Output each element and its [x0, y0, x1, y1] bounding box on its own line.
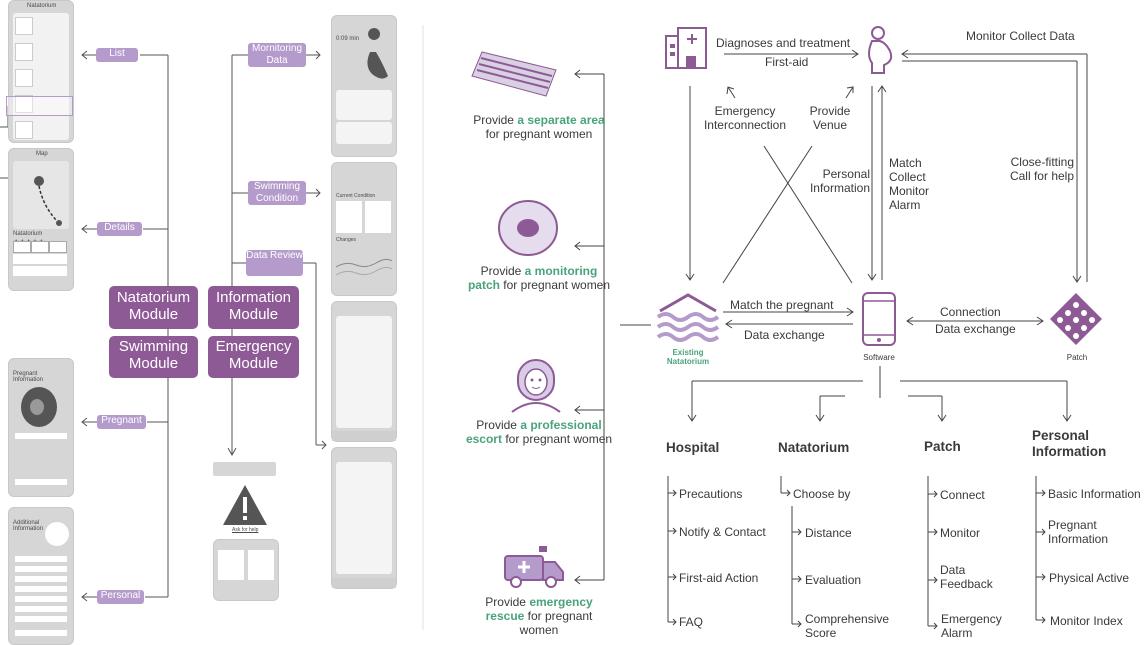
hospital-item: FAQ — [679, 615, 704, 629]
information-module-label: Information Module — [215, 289, 292, 323]
label-monitor-collect: Monitor Collect Data — [966, 29, 1075, 43]
patch-item: Monitor — [940, 526, 981, 540]
natatorium-module[interactable]: Natatorium Module — [109, 286, 198, 329]
ask-help-link[interactable]: Ask for help — [232, 527, 259, 533]
escort-person-icon — [511, 359, 561, 413]
hospital-item: First-aid Action — [679, 571, 759, 585]
label-data-exchange-2: Data exchange — [935, 322, 1016, 336]
map-title: Map — [36, 151, 48, 157]
natatorium-item: Comprehensive Score — [805, 612, 890, 640]
label-close-fitting: Close-fitting Call for help — [1009, 155, 1074, 183]
patch-item: Emergency Alarm — [941, 612, 1002, 640]
patch-item: Connect — [940, 488, 985, 502]
phone-swimming-screen: Current Condition Changes — [331, 162, 397, 296]
emergency-panel — [213, 539, 279, 601]
natatorium-item: Evaluation — [805, 573, 862, 587]
swimming-module-label: Swimming Module — [118, 338, 189, 372]
phone-review-screen-b — [331, 447, 397, 589]
hospital-icon — [665, 27, 707, 69]
patch-label: Patch — [1066, 353, 1088, 362]
phone-list-screen: Natatorium — [8, 0, 74, 143]
current-condition: Current Condition — [336, 193, 376, 199]
information-module[interactable]: Information Module — [208, 286, 299, 329]
tag-personal[interactable]: Personal — [97, 590, 144, 604]
tag-monitoring-data[interactable]: Mornitoring Data — [248, 43, 306, 67]
existing-natatorium-label: Existing Natatorium — [666, 348, 710, 366]
monitoring-time: 0:09 min — [336, 36, 360, 42]
column-natatorium-title: Natatorium — [778, 440, 850, 455]
natatorium-name: Natatorium — [13, 231, 43, 237]
personal-item: Basic Information — [1048, 487, 1141, 501]
monitoring-patch-icon — [498, 200, 558, 256]
list-title: Natatorium — [27, 3, 57, 9]
software-phone-icon — [862, 292, 896, 346]
tag-swimming-condition[interactable]: Swimming Condition — [248, 181, 306, 205]
label-match-collect: Match Collect Monitor Alarm — [889, 156, 930, 212]
phone-details-screen: Map Natatorium ★★★★★ — [8, 148, 74, 291]
phone-monitoring-screen: 0:09 min — [331, 15, 397, 157]
patch-icon — [1050, 293, 1102, 345]
pregnant-woman-icon — [868, 26, 893, 74]
label-connection: Connection — [940, 305, 1001, 319]
label-match-pregnant: Match the pregnant — [730, 298, 834, 312]
swimming-module[interactable]: Swimming Module — [109, 336, 198, 378]
column-personal-title: Personal Information — [1032, 428, 1107, 459]
hospital-item: Notify & Contact — [679, 525, 766, 539]
tag-list[interactable]: List — [96, 48, 138, 62]
emergency-top-bar — [213, 462, 276, 476]
tag-data-review[interactable]: Data Review — [246, 250, 303, 276]
emergency-module[interactable]: Emergency Module — [208, 336, 299, 378]
label-data-exchange: Data exchange — [744, 328, 825, 342]
column-patch-title: Patch — [924, 439, 961, 454]
additional-info-title: Additional Information — [13, 520, 44, 532]
tag-details[interactable]: Details — [97, 222, 142, 236]
pool-lanes-icon — [471, 51, 557, 97]
column-hospital-title: Hospital — [666, 440, 720, 455]
software-label: Software — [863, 353, 895, 362]
phone-pregnant-screen: Pregnant Information — [8, 358, 74, 497]
list-selected-item[interactable] — [6, 96, 73, 116]
ambulance-icon — [504, 546, 564, 588]
label-provide-venue: Provide Venue — [809, 104, 851, 132]
changes-label: Changes — [336, 237, 357, 243]
provide-monitoring-patch: Provide a monitoring patch for pregnant … — [467, 264, 611, 292]
warning-icon — [223, 485, 267, 525]
label-personal-information: Personal Information — [809, 167, 870, 195]
provide-professional-escort: Provide a professional escort for pregna… — [465, 418, 613, 446]
natatorium-choose-by: Choose by — [793, 487, 851, 501]
personal-item: Pregnant Information — [1048, 518, 1109, 546]
phone-personal-screen: Additional Information — [8, 507, 74, 645]
natatorium-module-label: Natatorium Module — [116, 289, 191, 323]
existing-natatorium-icon — [656, 293, 720, 342]
emergency-module-label: Emergency Module — [215, 338, 292, 372]
label-diagnoses: Diagnoses and treatment — [716, 36, 851, 50]
pregnant-info-title: Pregnant Information — [13, 371, 44, 383]
label-emergency-interconnection: Emergency Interconnection — [703, 104, 787, 132]
provide-separate-area: Provide a separate area for pregnant wom… — [473, 113, 605, 141]
provide-emergency-rescue: Provide emergency rescue for pregnant wo… — [485, 595, 593, 637]
phone-review-screen-a — [331, 301, 397, 442]
natatorium-item: Distance — [805, 526, 852, 540]
patch-item: Data Feedback — [940, 563, 993, 591]
personal-item: Physical Active — [1049, 571, 1130, 585]
personal-item: Monitor Index — [1050, 614, 1123, 628]
tag-pregnant[interactable]: Pregnant — [97, 415, 146, 429]
label-first-aid: First-aid — [765, 55, 809, 69]
hospital-item: Precautions — [679, 487, 743, 501]
